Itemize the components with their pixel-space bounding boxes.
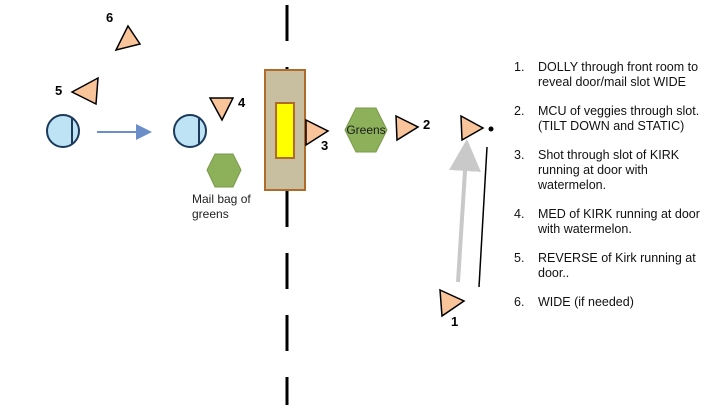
dolly-end-dot: [488, 126, 494, 132]
shot-list-item: 1. DOLLY through front room to reveal do…: [514, 60, 704, 90]
shot-number: 3.: [514, 148, 525, 162]
camera-1-label: 1: [451, 314, 458, 329]
camera-5-label: 5: [55, 83, 62, 98]
camera-3-icon: [305, 118, 330, 147]
shot-list-item: 2. MCU of veggies through slot. (TILT DO…: [514, 104, 704, 134]
mail-bag-hexagon: [206, 153, 242, 188]
shot-list-item: 5. REVERSE of Kirk running at door..: [514, 251, 704, 281]
camera-2-icon: [395, 114, 420, 142]
camera-5: 5: [55, 76, 99, 106]
shot-number: 1.: [514, 60, 525, 74]
shot-description: Shot through slot of KIRK running at doo…: [538, 148, 680, 192]
mail-bag-label: Mail bag of greens: [192, 192, 251, 221]
camera-6-label: 6: [106, 10, 113, 25]
shot-number: 5.: [514, 251, 525, 265]
camera-2: 2: [395, 114, 430, 142]
camera-6-icon: [114, 24, 142, 52]
camera-5-icon: [70, 76, 99, 106]
shot-description: WIDE (if needed): [538, 295, 634, 309]
camera-3-label: 3: [321, 138, 328, 153]
shot-description: MCU of veggies through slot. (TILT DOWN …: [538, 104, 700, 133]
camera-4-label: 4: [238, 95, 246, 110]
dolly-path-arrow: [449, 139, 481, 283]
actor-kirk-end: [173, 114, 207, 148]
shot-list-item: 4. MED of KIRK running at door with wate…: [514, 207, 704, 237]
shot-list-item: 3. Shot through slot of KIRK running at …: [514, 148, 704, 193]
camera-4: 4: [208, 95, 246, 122]
shot-list: 1. DOLLY through front room to reveal do…: [514, 60, 704, 310]
camera-1-icon: [439, 288, 466, 318]
camera-1: 1: [439, 288, 466, 329]
shot-description: DOLLY through front room to reveal door/…: [538, 60, 699, 89]
shot-list-item: 6. WIDE (if needed): [514, 295, 704, 310]
camera-3: 3: [305, 118, 330, 153]
greens-hexagon: [344, 107, 388, 153]
shot-number: 4.: [514, 207, 525, 221]
shot-number: 6.: [514, 295, 525, 309]
camera-1-end-icon: [460, 114, 485, 142]
camera-6: 6: [106, 10, 142, 52]
greens-label: Greens: [346, 123, 385, 137]
camera-4-icon: [208, 97, 235, 122]
shot-number: 2.: [514, 104, 525, 118]
actor-kirk-start: [46, 114, 80, 148]
mail-slot: [275, 102, 295, 159]
dolly-track-line: [478, 146, 488, 288]
shot-description: REVERSE of Kirk running at door..: [538, 251, 696, 280]
camera-2-label: 2: [423, 117, 430, 132]
shot-description: MED of KIRK running at door with waterme…: [538, 207, 700, 236]
